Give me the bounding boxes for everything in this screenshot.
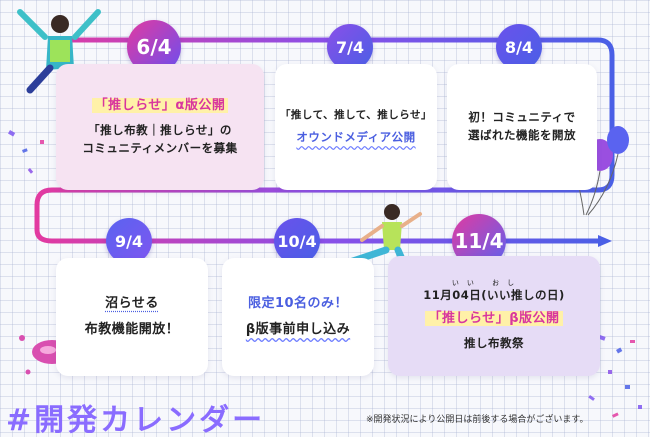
date-label: 9/4 bbox=[114, 231, 144, 251]
milestone-text: 布教機能開放！ bbox=[84, 322, 180, 337]
milestone-card-7-4: 「推して、推して、推しらせ」 オウンドメディア公開 bbox=[275, 64, 437, 190]
arrow-head-icon bbox=[598, 235, 612, 247]
date-bubble: 10/4 bbox=[274, 218, 320, 264]
milestone-text: 「推し布教｜推しらせ」の bbox=[88, 123, 232, 138]
milestone-heading: 「推しらせ」β版公開 bbox=[425, 311, 563, 327]
disclaimer-note: ※開発状況により公開日は前後する場合がございます。 bbox=[366, 415, 589, 425]
date-label: 6/4 bbox=[136, 35, 172, 59]
milestone-text: 選ばれた機能を開放 bbox=[468, 128, 576, 142]
date-label: 8/4 bbox=[504, 37, 534, 57]
milestone-heading: 沼らせる bbox=[105, 295, 159, 311]
ruby-text: いい おし bbox=[451, 278, 523, 287]
milestone-text: 「推して、推して、推しらせ」 bbox=[279, 108, 433, 121]
milestone-text: 推し布教祭 bbox=[464, 335, 524, 350]
date-bubble: 9/4 bbox=[106, 218, 152, 264]
milestone-text: 11月04日(いい推しの日) bbox=[423, 287, 565, 302]
milestone-heading: 限定10名のみ！ bbox=[247, 295, 349, 311]
page-title: #開発カレンダー bbox=[6, 403, 266, 437]
milestone-card-6-4: 「推しらせ」α版公開 「推し布教｜推しらせ」の コミュニティメンバーを募集 bbox=[56, 64, 264, 190]
milestone-card-8-4: 初！コミュニティで 選ばれた機能を開放 bbox=[447, 64, 597, 190]
date-label: 10/4 bbox=[277, 231, 317, 251]
date-bubble: 7/4 bbox=[327, 24, 373, 70]
milestone-card-9-4: 沼らせる 布教機能開放！ bbox=[56, 258, 208, 376]
date-label: 7/4 bbox=[335, 37, 365, 57]
date-label: 11/4 bbox=[454, 229, 504, 253]
milestone-card-11-4: いい おし 11月04日(いい推しの日) 「推しらせ」β版公開 推し布教祭 bbox=[388, 256, 600, 376]
milestone-text: 初！コミュニティで bbox=[468, 110, 576, 125]
milestone-text: β版事前申し込み bbox=[245, 322, 351, 337]
date-bubble: 8/4 bbox=[496, 24, 542, 70]
milestone-card-10-4: 限定10名のみ！ β版事前申し込み bbox=[222, 258, 374, 376]
milestone-heading: 「推しらせ」α版公開 bbox=[91, 98, 229, 114]
milestone-heading: オウンドメディア公開 bbox=[296, 130, 416, 145]
milestone-text: コミュニティメンバーを募集 bbox=[82, 141, 238, 156]
